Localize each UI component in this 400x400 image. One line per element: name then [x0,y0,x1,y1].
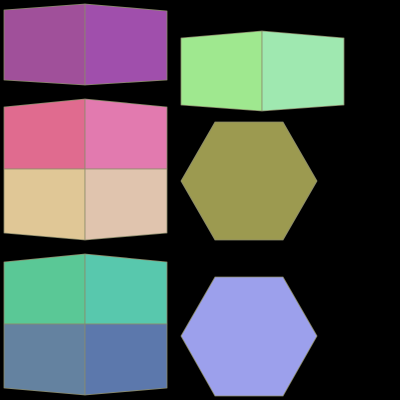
teal-block-left-face [3,253,86,325]
green-block-left-face [180,30,263,112]
slate-block-right-face [84,323,168,396]
pink-block-left-face [3,98,86,170]
lavender-hexagon [180,276,318,397]
green-block [180,30,345,112]
slate-block-left-face [3,323,86,396]
olive-hexagon [180,121,318,241]
pink-block-right-face [84,98,168,170]
tan-block-right-face [84,168,168,241]
pink-tan-block [3,98,168,241]
purple-block-left-face [3,3,86,86]
purple-block-right-face [84,3,168,86]
green-block-right-face [261,30,345,112]
teal-slate-block [3,253,168,396]
tan-block-left-face [3,168,86,241]
purple-block [3,3,168,86]
teal-block-right-face [84,253,168,325]
